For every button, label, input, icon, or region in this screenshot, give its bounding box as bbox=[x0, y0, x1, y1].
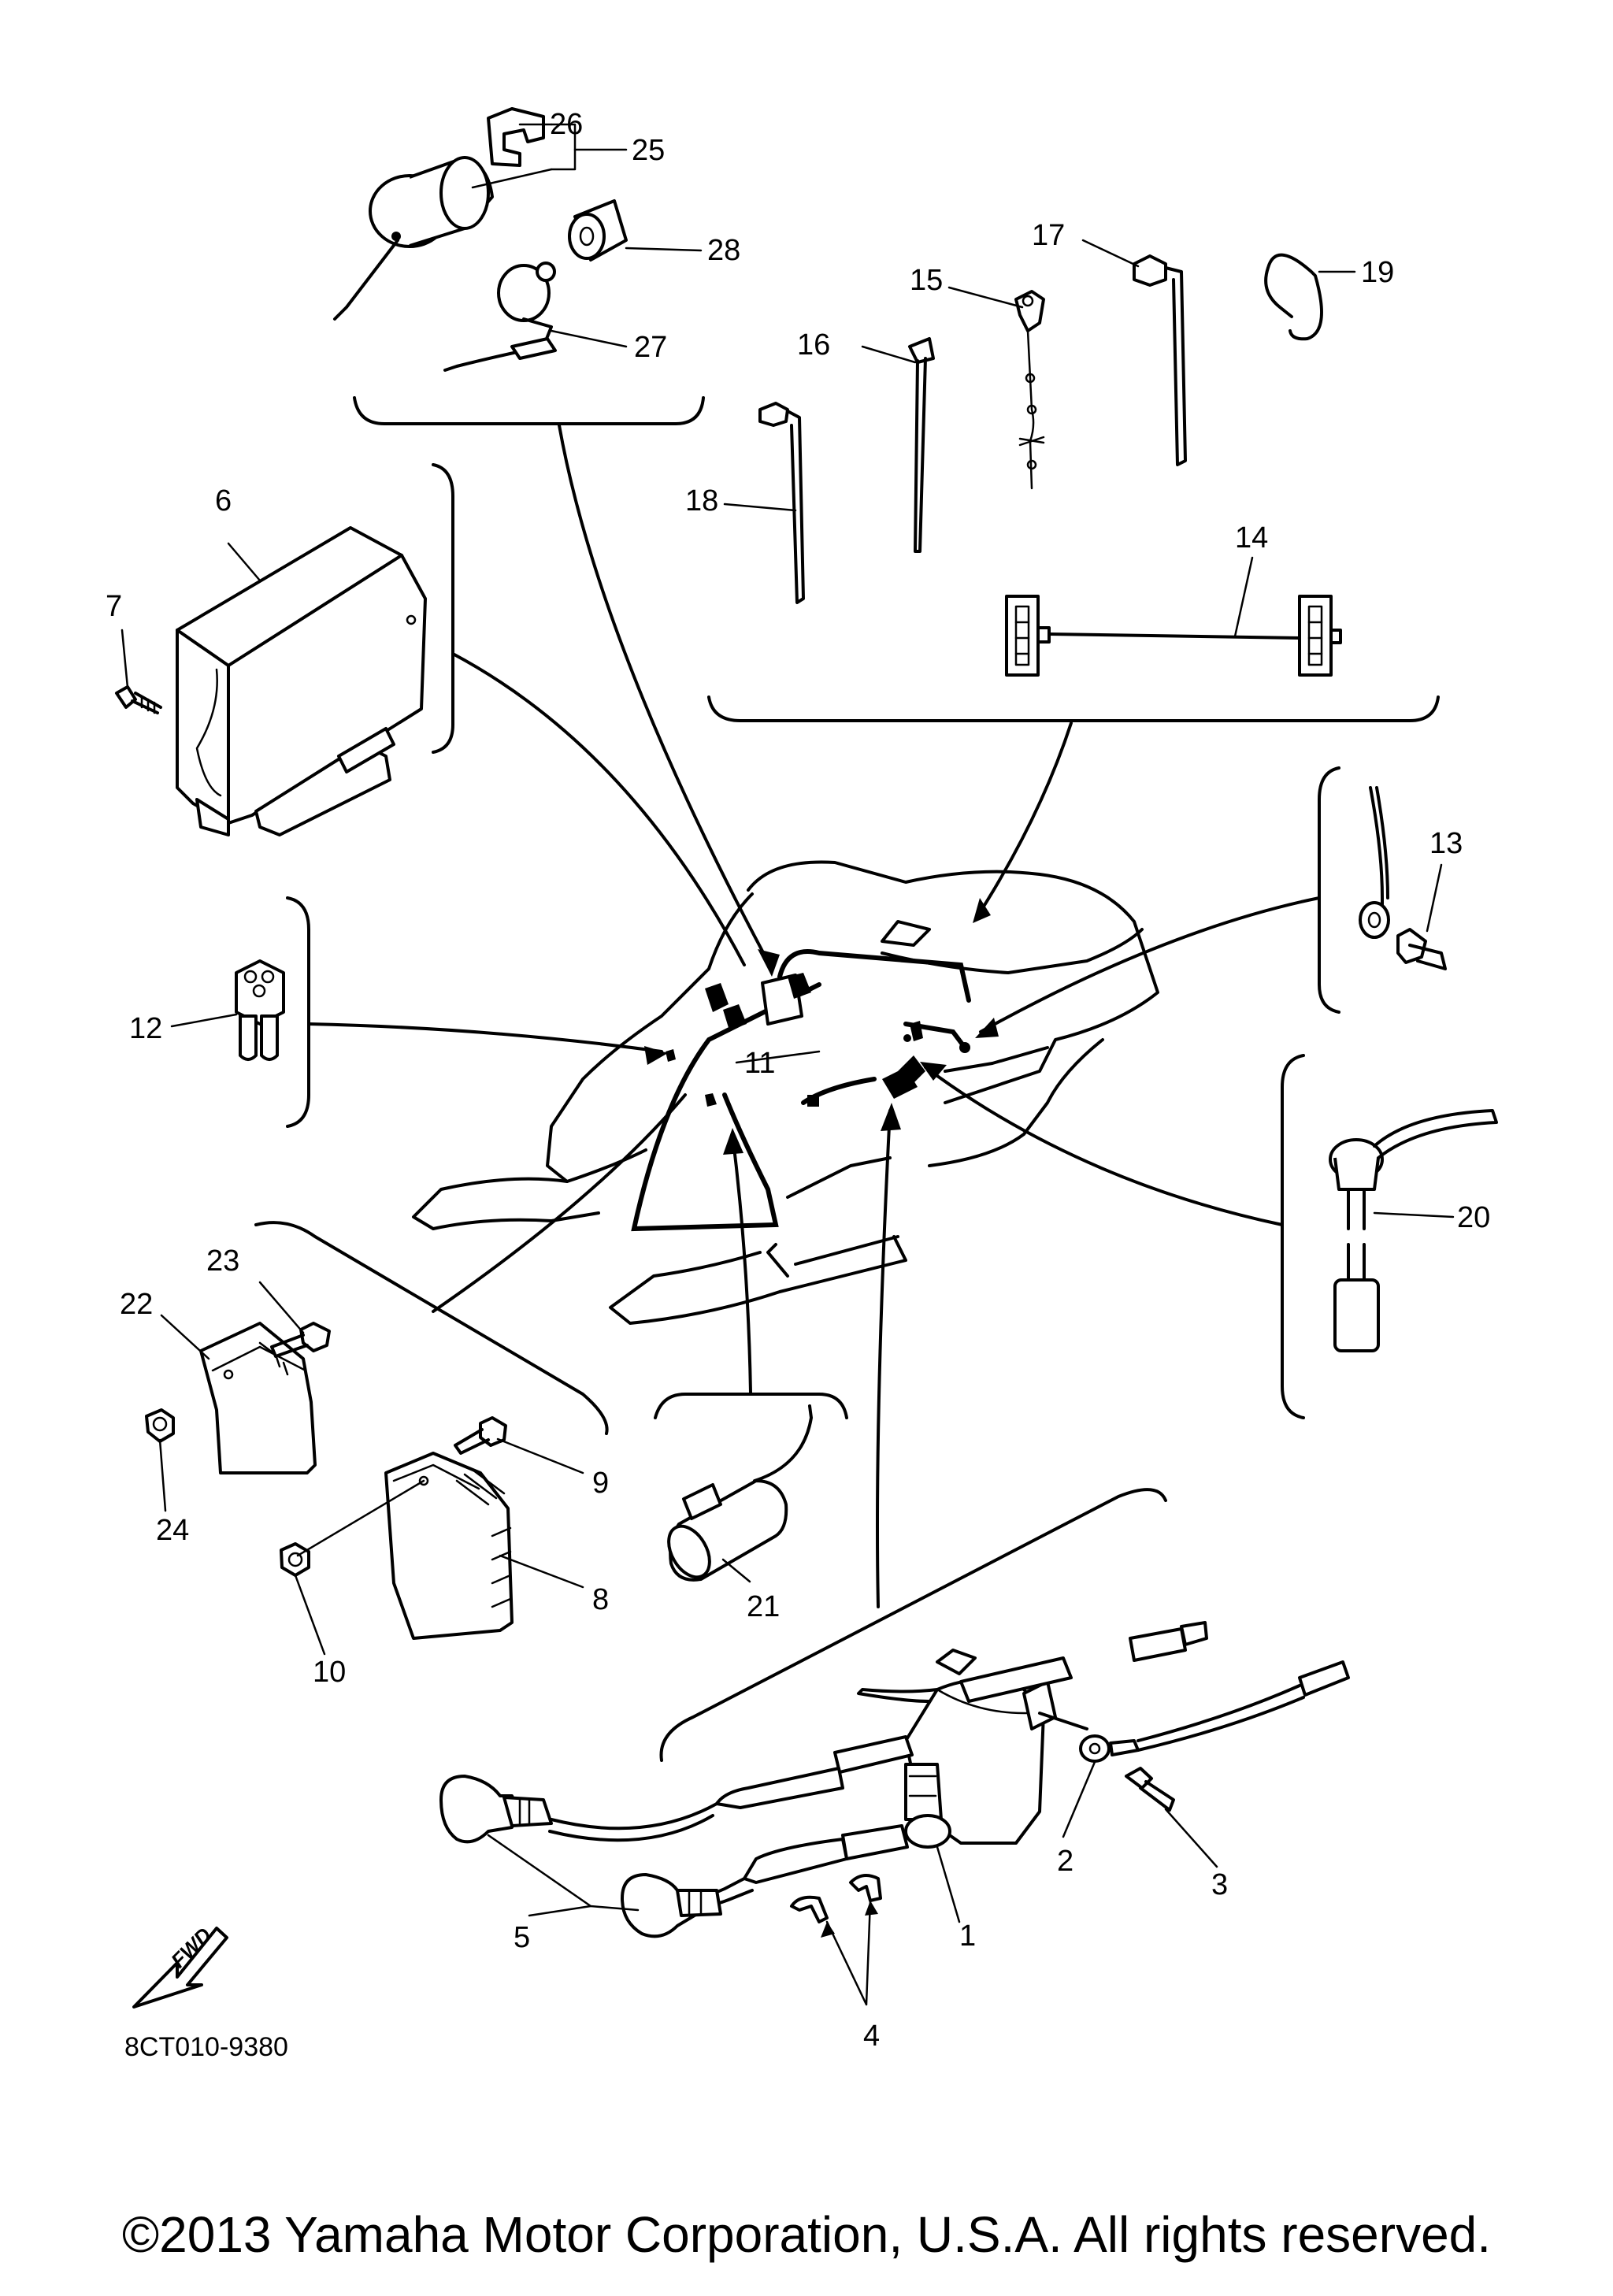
callout-5: 5 bbox=[514, 1921, 530, 1954]
callout-leaders bbox=[121, 123, 1455, 2006]
condenser-21 bbox=[667, 1404, 813, 1582]
main-switch-key bbox=[487, 107, 545, 167]
bracket-top-switches bbox=[353, 396, 705, 425]
callout-4: 4 bbox=[863, 2020, 880, 2053]
bracket-sensor bbox=[1281, 1054, 1305, 1419]
switch-27 bbox=[443, 261, 557, 372]
nut-24 bbox=[145, 1408, 175, 1443]
bracket-rectifier-group bbox=[254, 1221, 609, 1435]
wire-harness-routing bbox=[631, 949, 971, 1232]
drawing-code: 8CT010-9380 bbox=[124, 2032, 288, 2062]
callout-28: 28 bbox=[707, 234, 740, 267]
plastic-band-17 bbox=[1133, 254, 1187, 466]
bolt-23 bbox=[270, 1322, 331, 1358]
callout-3: 3 bbox=[1211, 1868, 1228, 1901]
callout-25: 25 bbox=[632, 134, 665, 167]
group-brackets bbox=[254, 396, 1440, 1762]
main-switch bbox=[333, 107, 545, 321]
callout-20: 20 bbox=[1457, 1201, 1490, 1234]
holder-15 bbox=[1014, 290, 1045, 490]
fuse-holder-14 bbox=[1005, 595, 1342, 677]
bracket-coupler bbox=[286, 896, 310, 1128]
callout-6: 6 bbox=[215, 484, 232, 517]
nut-10 bbox=[280, 1542, 310, 1577]
callout-9: 9 bbox=[592, 1467, 609, 1500]
callout-2: 2 bbox=[1057, 1845, 1073, 1878]
callout-19: 19 bbox=[1361, 256, 1394, 289]
coupler-12 bbox=[235, 959, 285, 1061]
callout-15: 15 bbox=[910, 264, 943, 297]
callout-1: 1 bbox=[959, 1920, 976, 1953]
bolt-7 bbox=[115, 685, 162, 714]
fwd-arrow: FWD bbox=[132, 1923, 228, 2009]
callout-26: 26 bbox=[550, 108, 583, 141]
callout-21: 21 bbox=[747, 1590, 780, 1623]
copyright-notice: ©2013 Yamaha Motor Corporation, U.S.A. A… bbox=[121, 2206, 1492, 2263]
clamps-4 bbox=[790, 1874, 882, 1923]
bolt-9 bbox=[454, 1416, 507, 1455]
callout-numbers: 1 2 3 4 5 6 7 8 9 10 11 12 13 14 15 16 1… bbox=[106, 108, 1490, 2062]
bracket-control-unit bbox=[432, 463, 454, 754]
unit-22 bbox=[199, 1322, 317, 1474]
callout-10: 10 bbox=[313, 1656, 346, 1689]
bracket-ground-lead bbox=[1318, 766, 1340, 1014]
callout-23: 23 bbox=[206, 1244, 239, 1278]
callout-24: 24 bbox=[156, 1514, 189, 1547]
callout-27: 27 bbox=[634, 331, 667, 364]
callout-13: 13 bbox=[1429, 827, 1463, 860]
bracket-condenser bbox=[654, 1393, 848, 1419]
callout-14: 14 bbox=[1235, 521, 1268, 555]
plastic-band-16 bbox=[908, 337, 935, 553]
callout-11: 11 bbox=[744, 1047, 775, 1080]
snowmobile-chassis bbox=[412, 860, 1159, 1325]
spark-plug-caps-5 bbox=[439, 1775, 722, 1938]
callout-16: 16 bbox=[797, 328, 830, 362]
callout-22: 22 bbox=[120, 1288, 153, 1321]
callout-8: 8 bbox=[592, 1583, 609, 1616]
callout-7: 7 bbox=[106, 590, 122, 623]
clip-19 bbox=[1264, 253, 1323, 341]
control-unit-6 bbox=[176, 526, 427, 836]
callout-17: 17 bbox=[1032, 219, 1065, 252]
screw-3 bbox=[1125, 1767, 1175, 1812]
callout-18: 18 bbox=[685, 484, 718, 517]
callout-12: 12 bbox=[129, 1012, 162, 1045]
ignition-coil-1 bbox=[833, 1649, 1057, 1860]
nut-28 bbox=[568, 199, 628, 261]
leader-lines bbox=[307, 424, 1321, 1608]
plastic-band-18 bbox=[758, 402, 805, 604]
sensor-20 bbox=[1329, 1109, 1498, 1352]
bracket-ignition-coil bbox=[659, 1488, 1167, 1762]
ground-lead-2 bbox=[1038, 1621, 1350, 1763]
bracket-wire-harness-small-parts bbox=[707, 695, 1440, 722]
rectifier-regulator-8 bbox=[384, 1452, 514, 1640]
ground-lead-13 bbox=[1359, 786, 1447, 970]
